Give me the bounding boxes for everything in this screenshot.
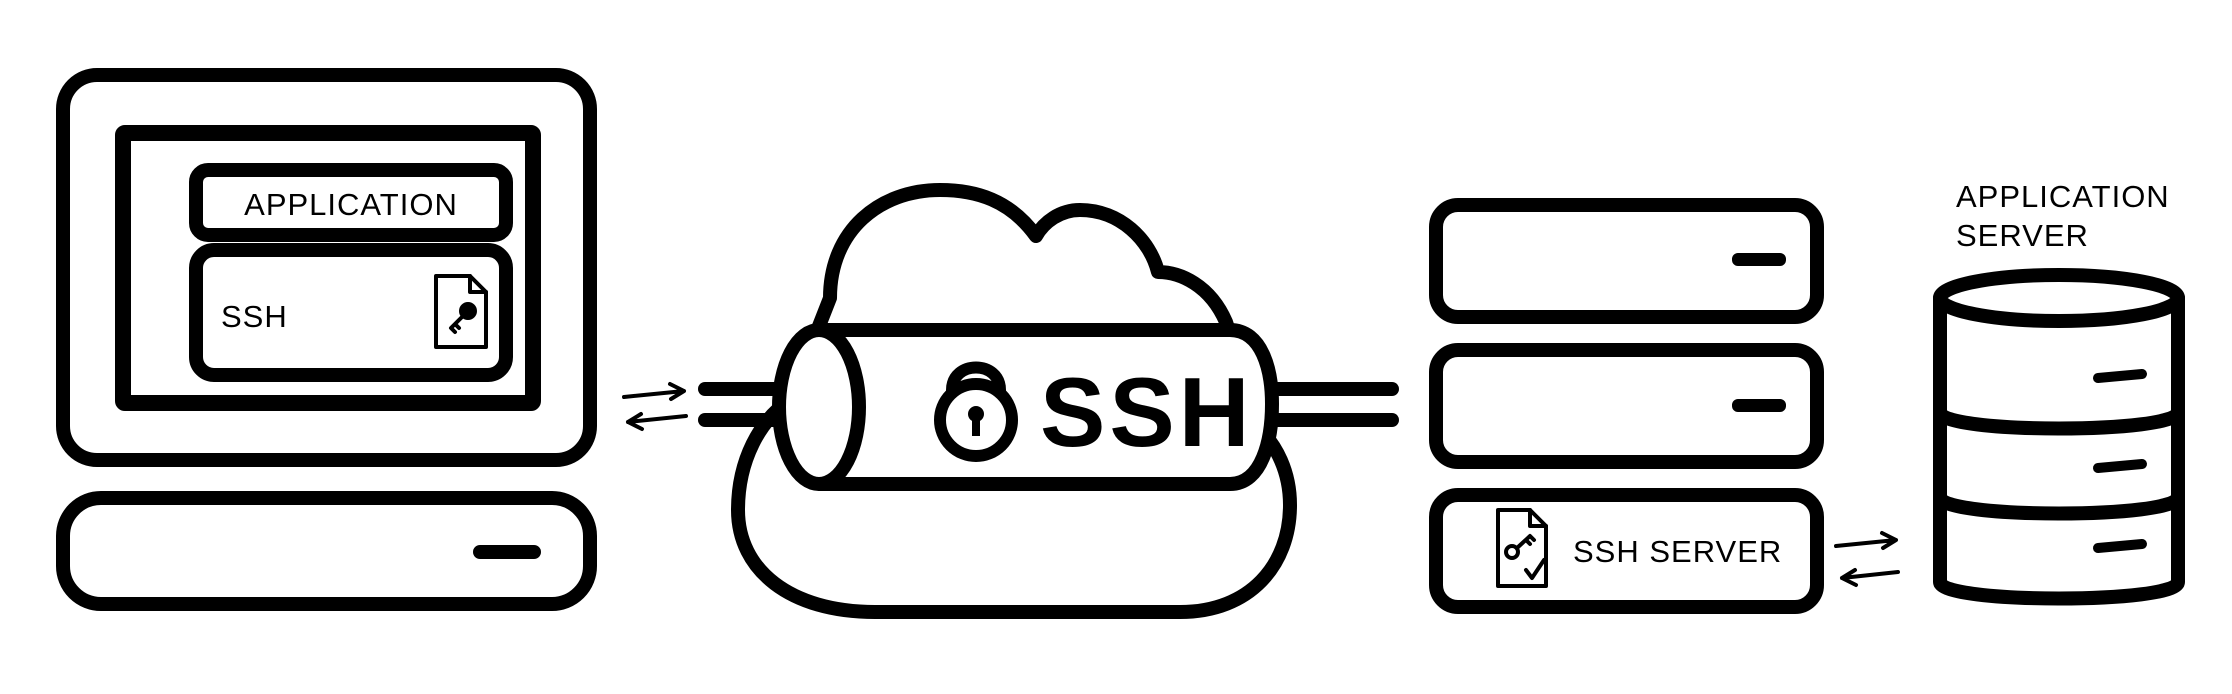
desktop-base-slot xyxy=(473,545,541,559)
server-unit-1 xyxy=(1429,198,1824,324)
database-icon xyxy=(1933,268,2185,606)
tunnel-opening xyxy=(772,323,866,491)
ssh-server-unit xyxy=(1429,488,1824,614)
certificate-icon xyxy=(1496,508,1548,588)
ssh-client-box xyxy=(189,243,513,382)
server-unit-2 xyxy=(1429,343,1824,469)
key-file-icon xyxy=(434,274,488,349)
application-server-label-line1: APPLICATION xyxy=(1956,179,2170,214)
ssh-server-label: SSH SERVER xyxy=(1573,534,1782,569)
server-appserver-arrows xyxy=(1834,531,1900,587)
client-tunnel-arrows xyxy=(622,382,688,431)
ssh-client-label: SSH xyxy=(221,299,288,334)
desktop-base xyxy=(56,491,597,611)
application-server-label-line2: SERVER xyxy=(1956,218,2089,253)
cloud xyxy=(731,183,1297,619)
monitor-frame xyxy=(56,68,597,467)
client-computer xyxy=(56,68,597,611)
application-box xyxy=(189,163,513,242)
application-label: APPLICATION xyxy=(244,187,458,222)
tunnel-label: SSH xyxy=(1040,357,1254,467)
ssh-tunnel xyxy=(772,323,1279,491)
monitor-screen xyxy=(115,125,541,411)
server-rack xyxy=(1429,198,1824,614)
lock-icon xyxy=(934,361,1018,462)
pipe-right xyxy=(1251,382,1399,427)
